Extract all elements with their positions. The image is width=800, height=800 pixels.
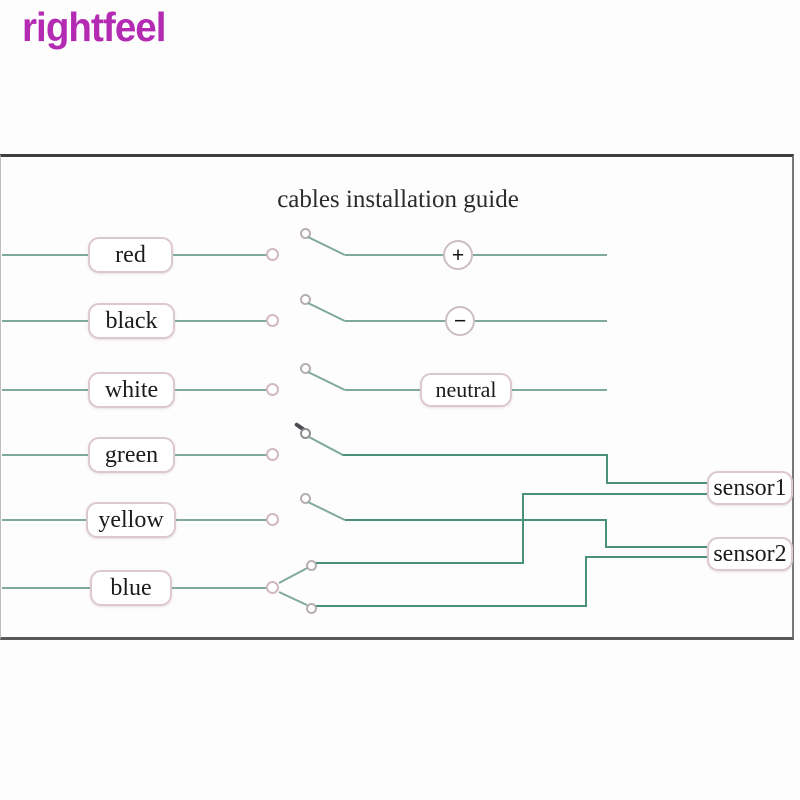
switch-contact-icon	[300, 294, 311, 305]
wire-route	[316, 605, 587, 607]
wire-route	[605, 546, 707, 548]
terminal-minus: −	[445, 306, 475, 336]
connector-dot	[266, 448, 279, 461]
wire-label-black: black	[88, 303, 175, 339]
terminal-sensor2: sensor2	[707, 537, 793, 571]
wire-route	[316, 562, 523, 564]
wire-route	[606, 482, 707, 484]
wire-route	[522, 494, 524, 564]
wire-route	[585, 556, 707, 558]
wire-line	[2, 454, 88, 456]
switch-contact-icon	[300, 363, 311, 374]
watermark-logo: rightfeel	[22, 4, 167, 50]
diagram-title: cables installation guide	[277, 186, 519, 213]
wire-line	[345, 320, 446, 322]
wire-label-blue: blue	[90, 570, 172, 606]
connector-dot	[266, 383, 279, 396]
wire-line	[475, 320, 607, 322]
wire-line	[473, 254, 607, 256]
terminal-plus: +	[443, 240, 473, 270]
terminal-sensor1: sensor1	[707, 471, 793, 505]
wire-route	[522, 493, 707, 495]
wire-line	[345, 389, 420, 391]
wire-line	[172, 587, 267, 589]
terminal-neutral: neutral	[420, 373, 512, 407]
wire-label-red: red	[88, 237, 173, 273]
connector-dot	[266, 513, 279, 526]
wire-line	[2, 587, 90, 589]
wire-label-white: white	[88, 372, 175, 408]
wire-route	[345, 519, 607, 521]
connector-dot	[266, 581, 279, 594]
wire-route	[605, 519, 607, 547]
wire-line	[175, 320, 267, 322]
wire-line	[176, 519, 267, 521]
wire-line	[512, 389, 607, 391]
wire-line	[173, 254, 267, 256]
switch-contact-icon	[306, 603, 317, 614]
wire-line	[2, 320, 88, 322]
wire-line	[175, 389, 267, 391]
wire-route	[585, 557, 587, 607]
wire-route	[343, 454, 608, 456]
wire-label-green: green	[88, 437, 175, 473]
wire-line	[175, 454, 267, 456]
wire-label-yellow: yellow	[86, 502, 176, 538]
wire-route	[606, 454, 608, 483]
connector-dot	[266, 248, 279, 261]
switch-contact-icon	[300, 493, 311, 504]
switch-contact-icon	[306, 560, 317, 571]
wire-line	[2, 519, 86, 521]
wire-line	[2, 389, 88, 391]
switch-contact-icon	[300, 428, 311, 439]
wire-line	[2, 254, 88, 256]
switch-contact-icon	[300, 228, 311, 239]
diagram-frame	[0, 154, 794, 640]
wire-line	[345, 254, 444, 256]
connector-dot	[266, 314, 279, 327]
